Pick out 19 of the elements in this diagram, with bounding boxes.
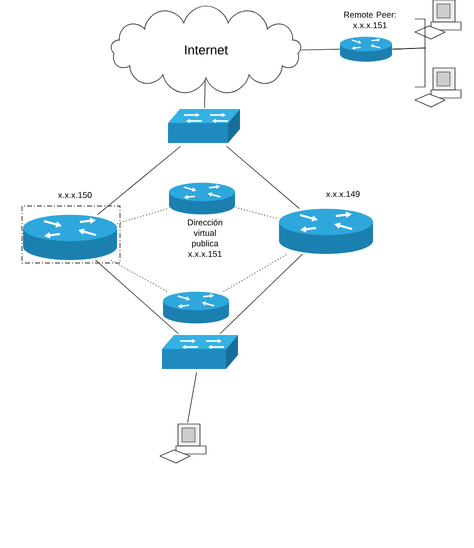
switch-icon <box>162 335 238 369</box>
connection-line <box>223 254 288 292</box>
router-icon <box>163 292 229 324</box>
connection-line <box>220 254 303 334</box>
address-label: x.x.x.150 <box>58 192 92 198</box>
address-label: x.x.x.149 <box>326 191 360 197</box>
address-label: Remote Peer: x.x.x.151 <box>344 12 396 28</box>
connection-line <box>110 260 168 292</box>
connection-line <box>116 208 170 224</box>
switch-icon <box>168 109 240 143</box>
connection-line <box>234 207 280 220</box>
connection-line <box>300 48 340 50</box>
connection-line <box>226 146 300 209</box>
connection-line <box>97 146 182 215</box>
cloud: Internet <box>110 6 302 94</box>
connection-line <box>187 372 197 424</box>
connection-line <box>392 48 426 88</box>
address-label: Dirección virtual publica x.x.x.151 <box>188 219 222 257</box>
connection-line <box>95 260 179 334</box>
